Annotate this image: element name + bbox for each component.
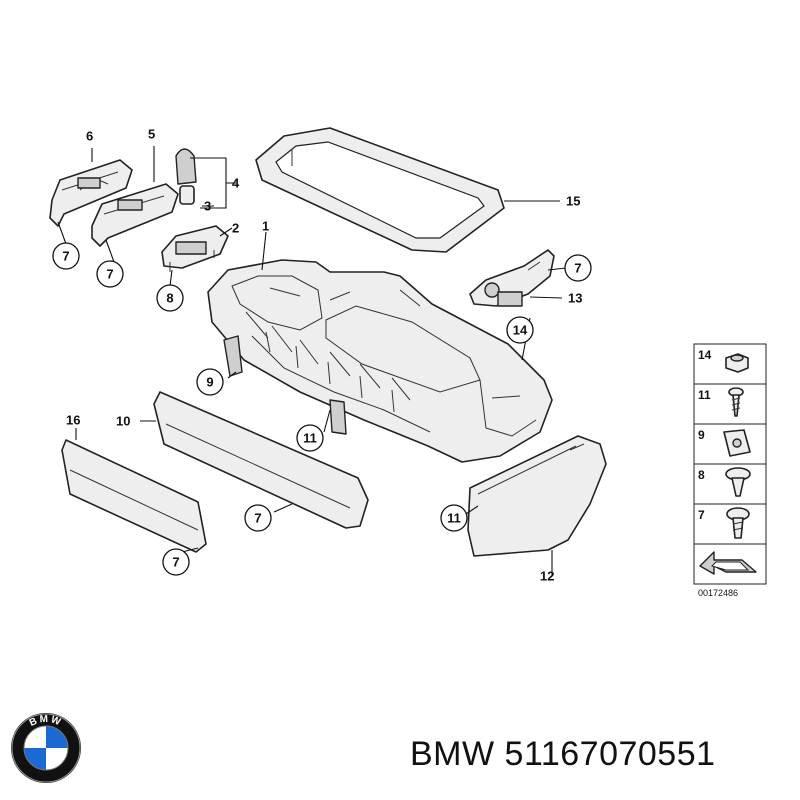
label-15: 15 xyxy=(566,194,580,209)
part-15-frame xyxy=(255,127,505,253)
svg-text:7: 7 xyxy=(172,555,179,570)
part-2-switch xyxy=(161,225,229,272)
bolt-icon xyxy=(726,507,750,539)
label-6: 6 xyxy=(86,129,93,144)
callout-7-c: 7 xyxy=(244,504,272,532)
svg-text:7: 7 xyxy=(254,511,261,526)
direction-arrow-icon xyxy=(699,551,757,575)
svg-text:7: 7 xyxy=(62,249,69,264)
part-6-bracket xyxy=(49,159,133,227)
legend-num-11: 11 xyxy=(698,388,711,402)
part-16-trim-panel xyxy=(61,439,207,553)
svg-text:14: 14 xyxy=(513,323,528,338)
svg-text:11: 11 xyxy=(447,511,461,526)
part-4-knob xyxy=(175,148,197,205)
part-number: 51167070551 xyxy=(504,735,716,773)
legend-num-8: 8 xyxy=(698,468,705,482)
label-12: 12 xyxy=(540,569,554,584)
label-5: 5 xyxy=(148,127,155,142)
legend-num-9: 9 xyxy=(698,428,705,442)
screw-icon xyxy=(728,387,744,417)
hardware-legend: 14 11 9 8 7 xyxy=(693,343,767,598)
callout-11-a: 11 xyxy=(296,424,324,452)
part-1-console xyxy=(207,259,553,463)
part-5-bracket xyxy=(91,183,179,247)
callout-7-a: 7 xyxy=(52,242,80,270)
diagram-code: 00172486 xyxy=(698,588,738,598)
callout-14: 14 xyxy=(506,316,534,344)
svg-text:8: 8 xyxy=(166,291,173,306)
label-2: 2 xyxy=(232,221,239,236)
label-16: 16 xyxy=(66,413,80,428)
label-13: 13 xyxy=(568,291,582,306)
callout-7-b: 7 xyxy=(96,260,124,288)
svg-text:9: 9 xyxy=(206,375,213,390)
callout-11-b: 11 xyxy=(440,504,468,532)
part-12-end-cap xyxy=(467,435,607,557)
label-10: 10 xyxy=(116,414,130,429)
label-3: 3 xyxy=(204,199,211,214)
rivet-icon xyxy=(725,467,751,497)
callout-9: 9 xyxy=(196,368,224,396)
legend-num-14: 14 xyxy=(698,348,712,362)
svg-text:7: 7 xyxy=(574,261,581,276)
svg-text:11: 11 xyxy=(303,431,317,446)
legend-num-7: 7 xyxy=(698,508,705,522)
svg-text:BMW: BMW xyxy=(28,714,64,729)
nut-icon xyxy=(725,353,749,373)
svg-text:7: 7 xyxy=(106,267,113,282)
part-13-bracket xyxy=(469,249,555,307)
callout-8: 8 xyxy=(156,284,184,312)
callout-7-e: 7 xyxy=(564,254,592,282)
part-10-trim-panel xyxy=(153,391,369,529)
label-4: 4 xyxy=(232,176,240,191)
label-1: 1 xyxy=(262,219,269,234)
callout-7-d: 7 xyxy=(162,548,190,576)
clip-nut-icon xyxy=(723,429,751,457)
part-caption: BMW 51167070551 xyxy=(410,735,790,785)
brand-name: BMW xyxy=(410,735,495,773)
bmw-logo: BMW xyxy=(11,713,81,783)
